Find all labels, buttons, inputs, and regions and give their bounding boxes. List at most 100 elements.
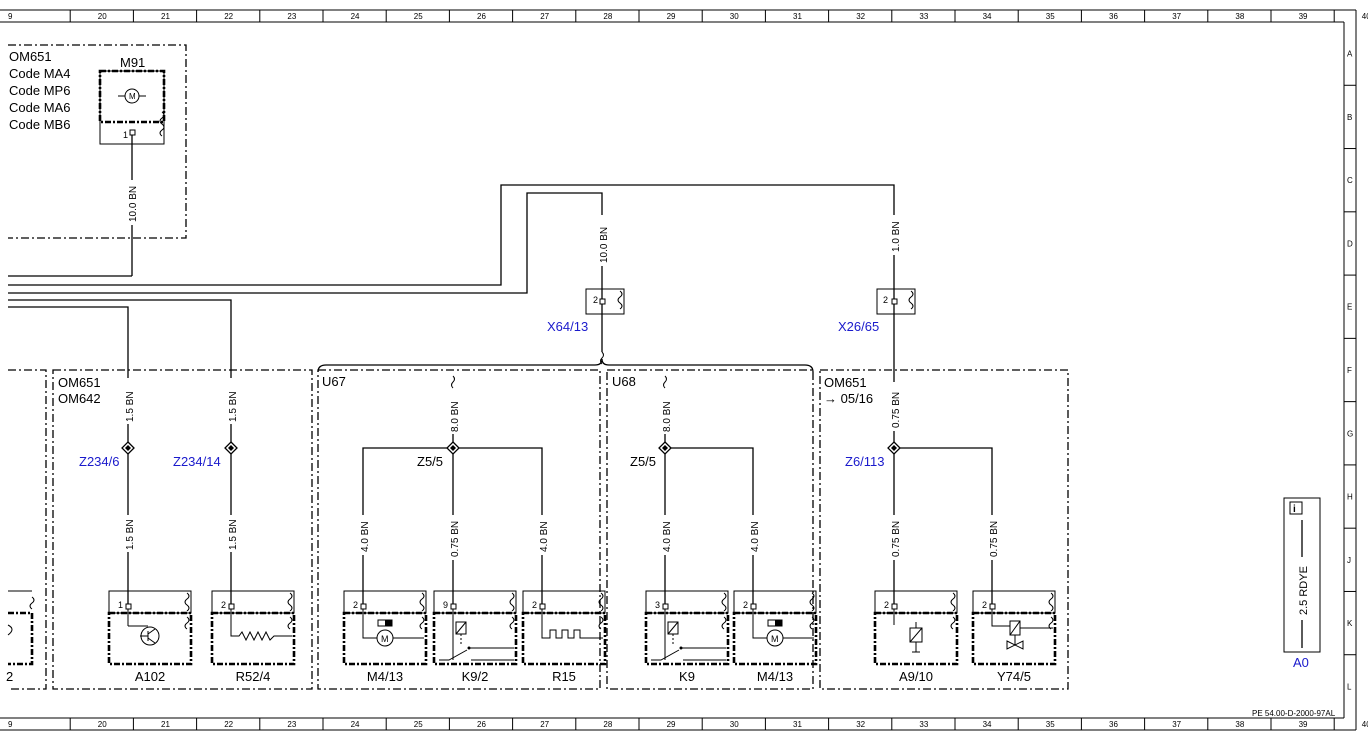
component-label: K9 (679, 669, 695, 684)
column-number: 39 (1299, 12, 1308, 21)
bus-wires (8, 184, 895, 378)
svg-text:2: 2 (6, 669, 13, 684)
column-number: 36 (1109, 720, 1118, 729)
wire-label: 1.5 BN (125, 391, 136, 422)
splice-z5-5-u68: 8.0 BN Z5/5 4.0 BN 4.0 BN (630, 375, 761, 604)
top-code-block: OM651 Code MA4 Code MP6 Code MA6 Code MB… (8, 44, 187, 276)
row-letter: J (1347, 556, 1351, 565)
svg-text:M: M (381, 634, 389, 644)
column-number: 30 (730, 12, 739, 21)
components: 1A1022R52/42M4/13M9K9/22R153K92M4/13M2A9… (107, 590, 1057, 684)
component-label: R52/4 (236, 669, 271, 684)
column-number: 20 (98, 12, 107, 21)
splice-label: Z5/5 (417, 454, 443, 469)
column-number: 9 (8, 12, 13, 21)
row-letter: C (1347, 176, 1353, 185)
column-number: 25 (414, 720, 423, 729)
column-number: 24 (351, 720, 360, 729)
row-letter: E (1347, 303, 1352, 312)
block-code: OM651 (58, 375, 101, 390)
splice-z234-6: 1.5 BN Z234/6 1.5 BN (79, 391, 136, 604)
code-line: OM651 (9, 49, 52, 64)
group-brace (317, 358, 814, 373)
wire-label: 4.0 BN (750, 521, 761, 552)
wire-label: 8.0 BN (662, 401, 673, 432)
column-number: 34 (983, 720, 992, 729)
splice-label: Z6/113 (845, 454, 885, 469)
wire-label: 0.75 BN (891, 521, 902, 557)
column-number: 26 (477, 12, 486, 21)
column-number: 23 (287, 12, 296, 21)
pin-number: 2 (883, 295, 888, 305)
row-letter: G (1347, 429, 1353, 438)
splice-label: Z234/14 (173, 454, 221, 469)
pin-number: 2 (743, 600, 748, 610)
row-letter: L (1347, 682, 1352, 691)
legend-wire: 2.5 RDYE (1298, 566, 1310, 615)
wire-label: 1.5 BN (125, 519, 136, 550)
connector-x64-13: 10.0 BN 2 X64/13 (547, 227, 625, 365)
pin-number: 3 (655, 600, 660, 610)
component-label: Y74/5 (997, 669, 1031, 684)
legend-label: A0 (1293, 655, 1309, 670)
component-relay: 3K9 (644, 590, 730, 684)
splice-z6-113: 0.75 BN Z6/113 0.75 BN 0.75 BN (845, 392, 1000, 604)
splice-z5-5-u67: 8.0 BN Z5/5 4.0 BN 0.75 BN 4.0 BN (360, 375, 550, 604)
row-letter: A (1347, 50, 1353, 59)
document-id: PE 54.00-D-2000-97AL (1252, 709, 1336, 718)
component-relay: 9K9/2 (432, 590, 518, 684)
component-label: R15 (552, 669, 576, 684)
row-letter: F (1347, 366, 1352, 375)
info-icon: i (1293, 504, 1296, 515)
column-number: 25 (414, 12, 423, 21)
wire-label: 4.0 BN (539, 521, 550, 552)
row-letter: H (1347, 493, 1353, 502)
partial-component: 2 (6, 590, 35, 684)
block-code: OM651 (824, 375, 867, 390)
column-number: 35 (1046, 720, 1055, 729)
column-number: 9 (8, 720, 13, 729)
m91-label: M91 (120, 55, 145, 70)
code-line: Code MB6 (9, 117, 70, 132)
column-number: 37 (1172, 720, 1181, 729)
column-number: 40 (1362, 12, 1368, 21)
code-line: Code MA4 (9, 66, 70, 81)
block-reference: → 05/16 (824, 391, 873, 406)
column-number: 39 (1299, 720, 1308, 729)
wire-label: 10.0 BN (128, 186, 139, 222)
pin-number: 9 (443, 600, 448, 610)
column-number: 34 (983, 12, 992, 21)
column-number: 38 (1235, 12, 1244, 21)
column-number: 31 (793, 12, 802, 21)
component-motor: 2M4/13M (732, 590, 818, 684)
splice-label: Z5/5 (630, 454, 656, 469)
column-number: 27 (540, 12, 549, 21)
row-letter: B (1347, 113, 1352, 122)
row-letter: K (1347, 619, 1353, 628)
motor-icon: M (118, 88, 146, 104)
column-number: 28 (603, 720, 612, 729)
component-label: M4/13 (367, 669, 403, 684)
block-frames: OM651 OM642 U67 U68 OM651 → 05/16 (8, 369, 1069, 690)
row-letter: D (1347, 239, 1353, 248)
pin-number: 1 (118, 600, 123, 610)
code-line: Code MP6 (9, 83, 70, 98)
legend-box: i 2.5 RDYE A0 (1283, 497, 1321, 670)
wire-label: 0.75 BN (891, 392, 902, 428)
wire-label: 0.75 BN (989, 521, 1000, 557)
connector-label: X26/65 (838, 319, 879, 334)
component-motor: 2M4/13M (342, 590, 428, 684)
column-number: 32 (856, 720, 865, 729)
column-number: 37 (1172, 12, 1181, 21)
component-solenoid: 2A9/10 (873, 590, 959, 684)
block-u67-label: U67 (322, 374, 346, 389)
pin-number: 2 (593, 295, 598, 305)
column-number: 22 (224, 12, 233, 21)
column-number: 22 (224, 720, 233, 729)
